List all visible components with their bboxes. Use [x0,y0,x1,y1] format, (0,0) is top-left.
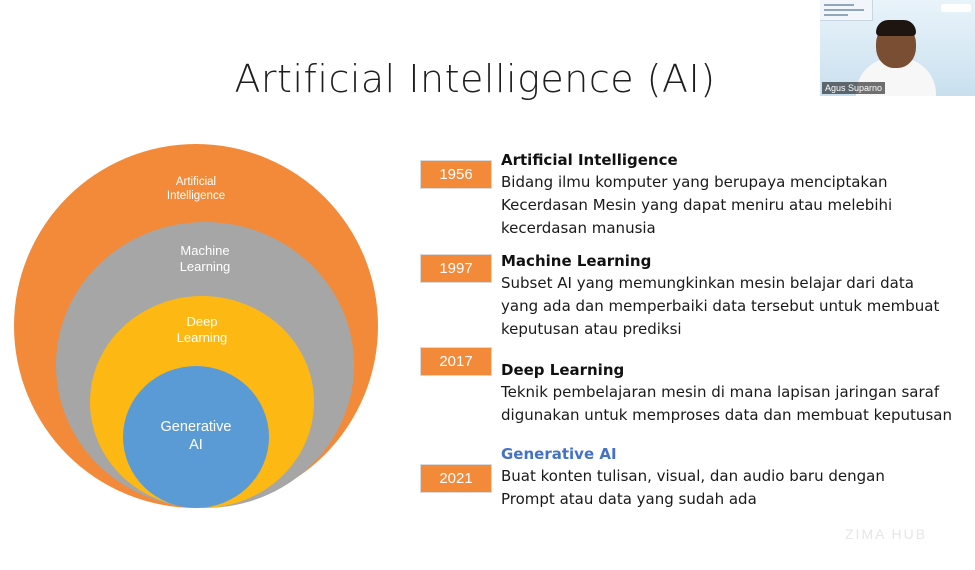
participant-video-tile[interactable]: Agus Suparno [820,0,975,96]
watermark: ZIMA HUB [845,526,928,542]
circle-label-artificial-intelligence: Artificial Intelligence [166,176,226,203]
year-badge-2021: 2021 [420,464,492,493]
timeline-entry-ml: Machine Learning Subset AI yang memungki… [501,251,971,341]
year-badge-1956: 1956 [420,160,492,189]
year-badge-1997: 1997 [420,254,492,283]
participant-name-label: Agus Suparno [822,82,886,94]
logo-icon [941,4,971,12]
circle-label-generative-ai: Generative AI [160,419,232,454]
timeline-heading: Machine Learning [501,252,652,270]
circle-label-machine-learning: Machine Learning [179,243,231,275]
year-badge-2017: 2017 [420,347,492,376]
timeline-description: Buat konten tulisan, visual, dan audio b… [501,467,885,508]
timeline-description: Subset AI yang memungkinkan mesin belaja… [501,274,940,338]
timeline-description: Bidang ilmu komputer yang berupaya menci… [501,173,893,237]
circle-label-deep-learning: Deep Learning [176,314,228,346]
participant-hair [876,20,916,36]
timeline-description: Teknik pembelajaran mesin di mana lapisa… [501,383,952,424]
timeline-heading: Generative AI [501,445,617,463]
circle-generative-ai [123,366,269,508]
timeline-entry-ai: Artificial Intelligence Bidang ilmu komp… [501,150,971,240]
timeline-heading: Artificial Intelligence [501,151,678,169]
slide-title: Artificial Intelligence (AI) [234,57,716,101]
shared-screen-thumbnail [820,0,873,21]
timeline-entry-dl: Deep Learning Teknik pembelajaran mesin … [501,360,971,427]
timeline-heading: Deep Learning [501,361,625,379]
timeline-entry-genai: Generative AI Buat konten tulisan, visua… [501,444,971,511]
